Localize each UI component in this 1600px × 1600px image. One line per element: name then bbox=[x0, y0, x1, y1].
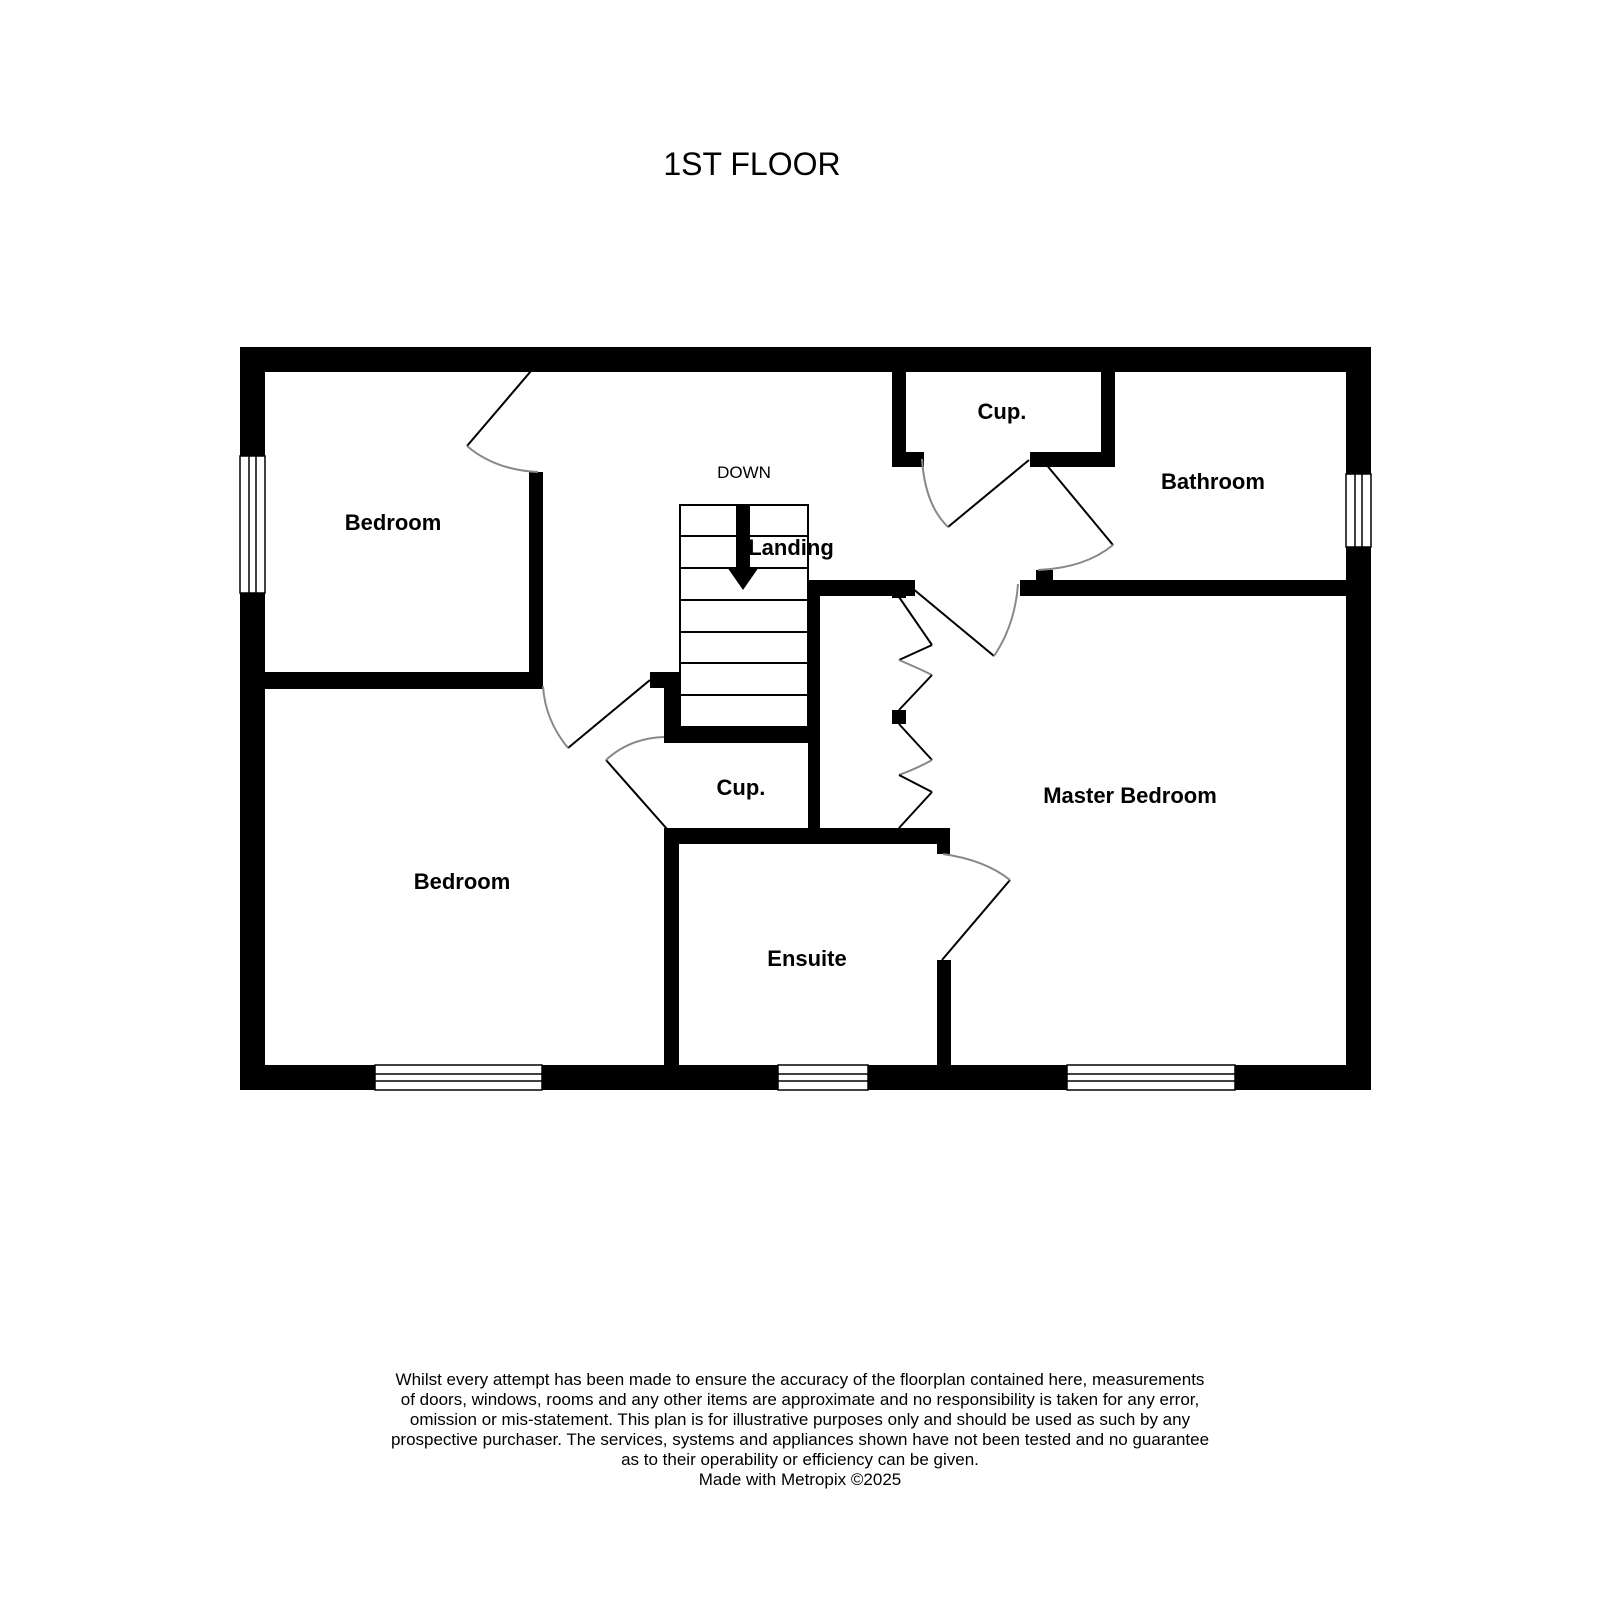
door-bathroom bbox=[1037, 462, 1114, 571]
door-master-bedroom bbox=[911, 583, 1019, 657]
room-label-bathroom: Bathroom bbox=[1161, 469, 1265, 494]
door-cupboard-top bbox=[921, 458, 1030, 528]
disclaimer: Whilst every attempt has been made to en… bbox=[330, 1370, 1270, 1490]
bifold-wardrobe-doors bbox=[898, 596, 933, 829]
door-bedroom-top bbox=[466, 370, 539, 473]
window-ensuite bbox=[777, 1064, 869, 1091]
door-cupboard-middle bbox=[605, 736, 668, 830]
floor-title: 1ST FLOOR bbox=[663, 146, 840, 182]
window-bathroom-side bbox=[1345, 473, 1372, 548]
interior-walls bbox=[265, 372, 1346, 1065]
room-label-bedroom-top: Bedroom bbox=[345, 510, 442, 535]
disclaimer-line: as to their operability or efficiency ca… bbox=[621, 1450, 979, 1469]
disclaimer-line: prospective purchaser. The services, sys… bbox=[390, 1430, 1210, 1449]
window-master-bedroom bbox=[1066, 1064, 1236, 1091]
credit: Made with Metropix ©2025 bbox=[698, 1470, 902, 1489]
stairs-label: DOWN bbox=[717, 463, 771, 482]
room-label-bedroom-bottom: Bedroom bbox=[414, 869, 511, 894]
doors bbox=[466, 370, 1114, 961]
room-label-ensuite: Ensuite bbox=[767, 946, 846, 971]
room-label-cupboard-top: Cup. bbox=[978, 399, 1027, 424]
window-bedroom-bottom bbox=[374, 1064, 543, 1091]
disclaimer-line: omission or mis-statement. This plan is … bbox=[409, 1410, 1191, 1429]
room-label-cupboard-middle: Cup. bbox=[717, 775, 766, 800]
door-ensuite bbox=[941, 853, 1011, 961]
arrow-down-icon bbox=[727, 505, 759, 590]
disclaimer-line: of doors, windows, rooms and any other i… bbox=[400, 1390, 1200, 1409]
door-bedroom-bottom bbox=[542, 679, 651, 749]
room-label-master-bedroom: Master Bedroom bbox=[1043, 783, 1217, 808]
windows bbox=[239, 455, 1372, 1091]
outer-walls bbox=[240, 347, 1371, 1090]
window-bedroom-left-side bbox=[239, 455, 266, 594]
disclaimer-line: Whilst every attempt has been made to en… bbox=[395, 1370, 1205, 1389]
room-label-landing: Landing bbox=[748, 535, 834, 560]
